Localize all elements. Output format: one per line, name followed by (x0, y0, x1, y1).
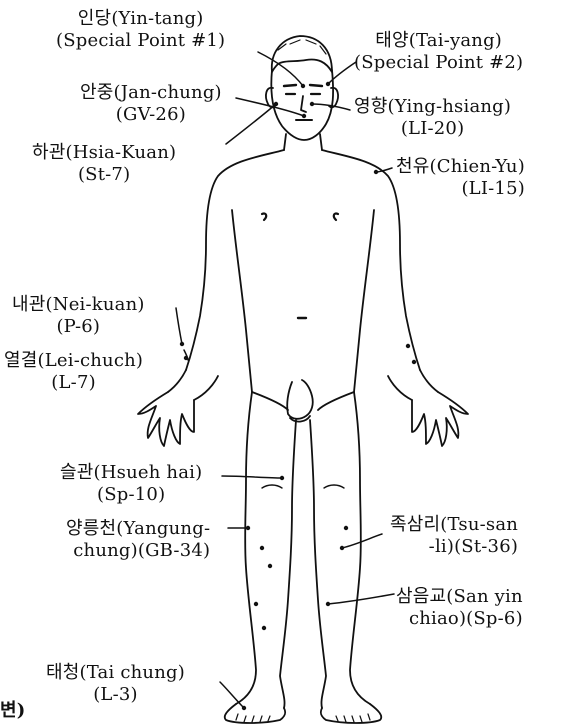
forearm-left (168, 370, 218, 400)
leader-taichung (220, 682, 244, 708)
acupoint-dots (180, 82, 416, 710)
label-yintang-name: 인당(Yin-tang) (56, 8, 225, 30)
label-yintang-code: (Special Point #1) (56, 30, 225, 52)
label-hsuehhai-code: (Sp-10) (60, 484, 202, 506)
label-taiyang-code: (Special Point #2) (354, 52, 523, 74)
label-yinghsiang: 영향(Ying-hsiang) (LI-20) (354, 96, 511, 140)
label-yinghsiang-code: (LI-20) (354, 118, 511, 140)
leg-right-inner (310, 420, 326, 708)
hand-right (412, 392, 468, 446)
label-hsiakuan: 하관(Hsia-Kuan) (St-7) (32, 142, 176, 186)
leg-left-outer (236, 392, 256, 704)
knee-right (324, 485, 344, 488)
leader-hsiakuan (226, 104, 276, 144)
edge-text-fragment: 변) (0, 700, 25, 722)
label-leichuch-code: (L-7) (4, 372, 143, 394)
label-yangung-code: chung)(GB-34) (66, 540, 210, 562)
label-sanyin-name: 삼음교(San yin (396, 586, 523, 608)
nipple-right (334, 213, 338, 220)
label-taichung-name: 태청(Tai chung) (46, 662, 185, 684)
label-chienyu: 천유(Chien-Yu) (LI-15) (396, 156, 525, 200)
hair (272, 36, 332, 72)
label-taichung: 태청(Tai chung) (L-3) (46, 662, 185, 706)
hand-left (138, 392, 194, 446)
label-janchung-code: (GV-26) (80, 104, 222, 126)
body-side-right (354, 210, 374, 392)
label-chienyu-name: 천유(Chien-Yu) (396, 156, 525, 178)
label-yintang: 인당(Yin-tang) (Special Point #1) (56, 8, 225, 52)
label-tsusanli-name: 족삼리(Tsu-san (390, 514, 518, 536)
label-chienyu-code: (LI-15) (396, 178, 525, 200)
label-neikuan-name: 내관(Nei-kuan) (12, 294, 145, 316)
label-hsuehhai: 슬관(Hsueh hai) (Sp-10) (60, 462, 202, 506)
leader-lines (176, 52, 394, 708)
leader-sanyin (328, 594, 394, 604)
leg-left-inner (280, 420, 296, 708)
leg-right-outer (350, 392, 370, 704)
label-leichuch: 열결(Lei-chuch) (L-7) (4, 350, 143, 394)
label-tsusanli: 족삼리(Tsu-san -li)(St-36) (390, 514, 518, 558)
foot-left (225, 704, 285, 723)
body-side-left (232, 210, 252, 392)
label-janchung: 안중(Jan-chung) (GV-26) (80, 82, 222, 126)
label-hsuehhai-name: 슬관(Hsueh hai) (60, 462, 202, 484)
groin (252, 392, 354, 410)
label-janchung-name: 안중(Jan-chung) (80, 82, 222, 104)
label-tsusanli-code: -li)(St-36) (390, 536, 518, 558)
nipple-left (262, 213, 266, 220)
label-taichung-code: (L-3) (46, 684, 185, 706)
label-sanyin: 삼음교(San yin chiao)(Sp-6) (396, 586, 523, 630)
label-taiyang: 태양(Tai-yang) (Special Point #2) (354, 30, 523, 74)
foot-right (321, 704, 381, 723)
torso-left (186, 150, 284, 370)
label-taiyang-name: 태양(Tai-yang) (354, 30, 523, 52)
label-hsiakuan-code: (St-7) (32, 164, 176, 186)
label-neikuan-code: (P-6) (12, 316, 145, 338)
leader-tsusanli (342, 534, 382, 548)
label-sanyin-code: chiao)(Sp-6) (396, 608, 523, 630)
forearm-right (388, 370, 438, 400)
leader-neikuan (176, 308, 182, 344)
leader-hsuehhai (222, 476, 282, 478)
genitals (287, 380, 313, 422)
knee-left (262, 485, 282, 488)
label-yinghsiang-name: 영향(Ying-hsiang) (354, 96, 511, 118)
label-neikuan: 내관(Nei-kuan) (P-6) (12, 294, 145, 338)
label-leichuch-name: 열결(Lei-chuch) (4, 350, 143, 372)
label-hsiakuan-name: 하관(Hsia-Kuan) (32, 142, 176, 164)
nose (301, 96, 306, 112)
label-yangung-name: 양릉천(Yangung- (66, 518, 210, 540)
label-yangung: 양릉천(Yangung- chung)(GB-34) (66, 518, 210, 562)
